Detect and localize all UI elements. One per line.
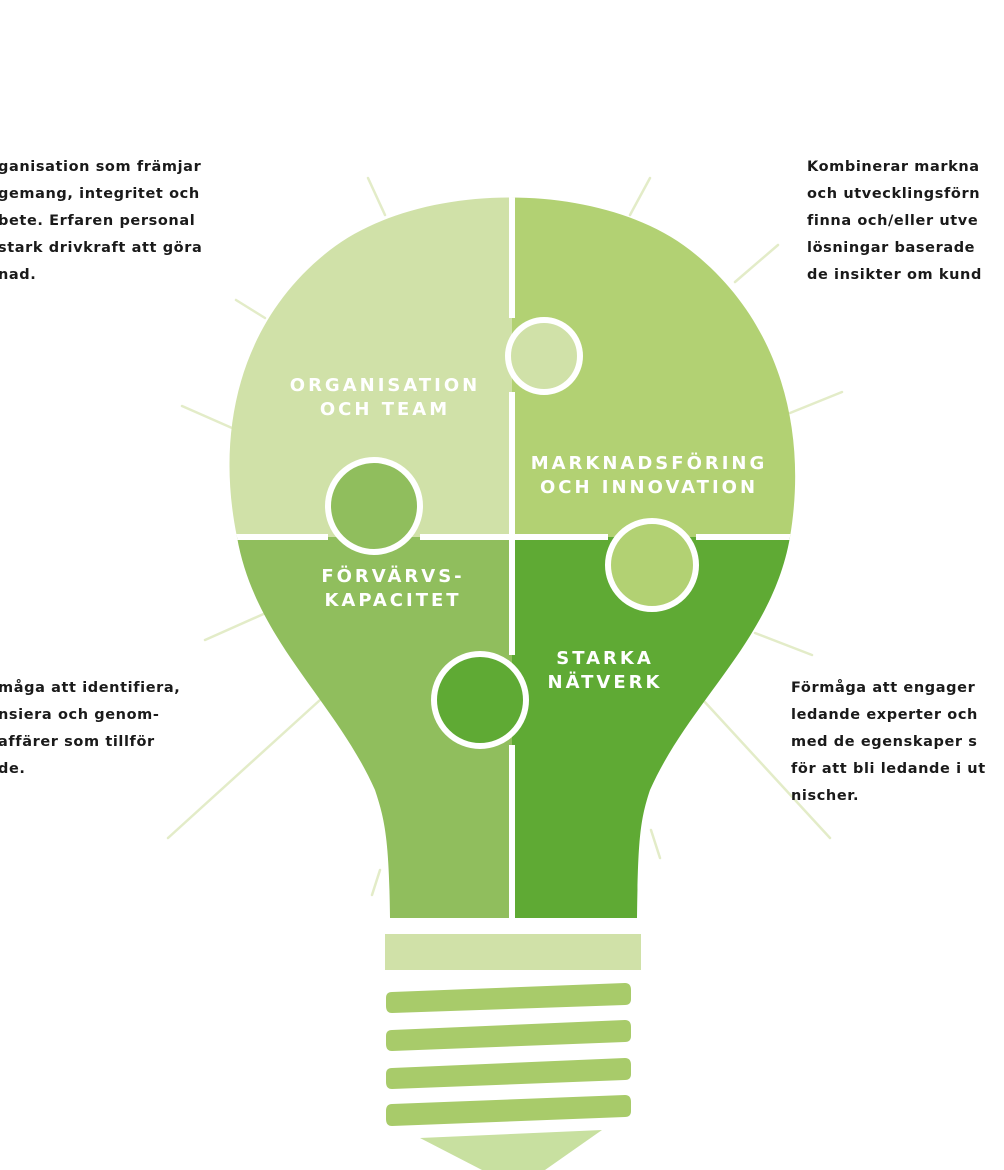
description-top-left: ganisation som främjar gemang, integritet… (0, 154, 202, 289)
description-line: bete. Erfaren personal (0, 213, 196, 229)
label-line: OCH INNOVATION (539, 477, 759, 498)
description-line: och utvecklingsförn (807, 186, 981, 202)
description-line: Förmåga att engager (791, 680, 976, 696)
label-line: MARKNADSFÖRING (530, 453, 768, 474)
ray (788, 390, 844, 415)
ray (649, 828, 662, 860)
bulb-thread (386, 1095, 631, 1126)
label-line: STARKA (556, 648, 654, 669)
label-line: ORGANISATION (289, 375, 481, 396)
label-line: KAPACITET (324, 590, 462, 611)
knob-marknad-lower (608, 521, 696, 609)
description-line: nad. (0, 267, 37, 283)
knob-natverk (434, 654, 526, 746)
description-line: Kombinerar markna (807, 159, 980, 175)
label-line: OCH TEAM (319, 399, 451, 420)
ray (166, 698, 322, 840)
bulb-base (385, 934, 641, 1170)
ray (203, 610, 270, 642)
label-organisation: ORGANISATION OCH TEAM (278, 374, 492, 422)
ray (180, 404, 234, 430)
bulb-thread (386, 1058, 631, 1089)
ray (628, 176, 652, 217)
label-marknad: MARKNADSFÖRING OCH INNOVATION (514, 452, 784, 500)
knob-forvarv (328, 460, 420, 552)
light-rays (18, 18, 1002, 897)
description-line: gemang, integritet och (0, 186, 200, 202)
label-line: FÖRVÄRVS- (321, 566, 465, 587)
description-line: med de egenskaper s (791, 734, 978, 750)
bulb-thread (386, 1020, 631, 1051)
description-line: de insikter om kund (807, 267, 982, 283)
ray (733, 243, 780, 284)
ray (753, 631, 814, 657)
description-line: måga att identifiera, (0, 680, 181, 696)
bulb-thread (386, 983, 631, 1013)
bulb-puzzle (229, 197, 796, 918)
description-line: ledande experter och (791, 707, 978, 723)
label-line: NÄTVERK (547, 672, 663, 693)
ray (701, 698, 832, 840)
description-line: ganisation som främjar (0, 159, 202, 175)
label-forvarv: FÖRVÄRVS- KAPACITET (298, 565, 488, 613)
bulb-collar (385, 934, 641, 970)
ray (370, 868, 382, 897)
description-line: finna och/eller utve (807, 213, 979, 229)
description-line: nischer. (791, 788, 860, 804)
description-top-right: Kombinerar markna och utvecklingsförn finn… (807, 154, 982, 289)
description-bottom-right: Förmåga att engager ledande experter och m… (791, 675, 986, 810)
bulb-tip (420, 1130, 602, 1170)
ray (234, 298, 267, 320)
label-natverk: STARKA NÄTVERK (530, 647, 680, 695)
description-bottom-left: måga att identifiera, nsiera och genom-af… (0, 675, 180, 783)
description-line: nsiera och genom- (0, 707, 160, 723)
description-line: affärer som tillför (0, 734, 155, 750)
knob-marknad (508, 320, 580, 392)
description-line: för att bli ledande i ut (791, 761, 986, 777)
ray (366, 176, 387, 217)
description-line: lösningar baserade (807, 240, 976, 256)
description-line: stark drivkraft att göra (0, 240, 203, 256)
description-line: de. (0, 761, 26, 777)
